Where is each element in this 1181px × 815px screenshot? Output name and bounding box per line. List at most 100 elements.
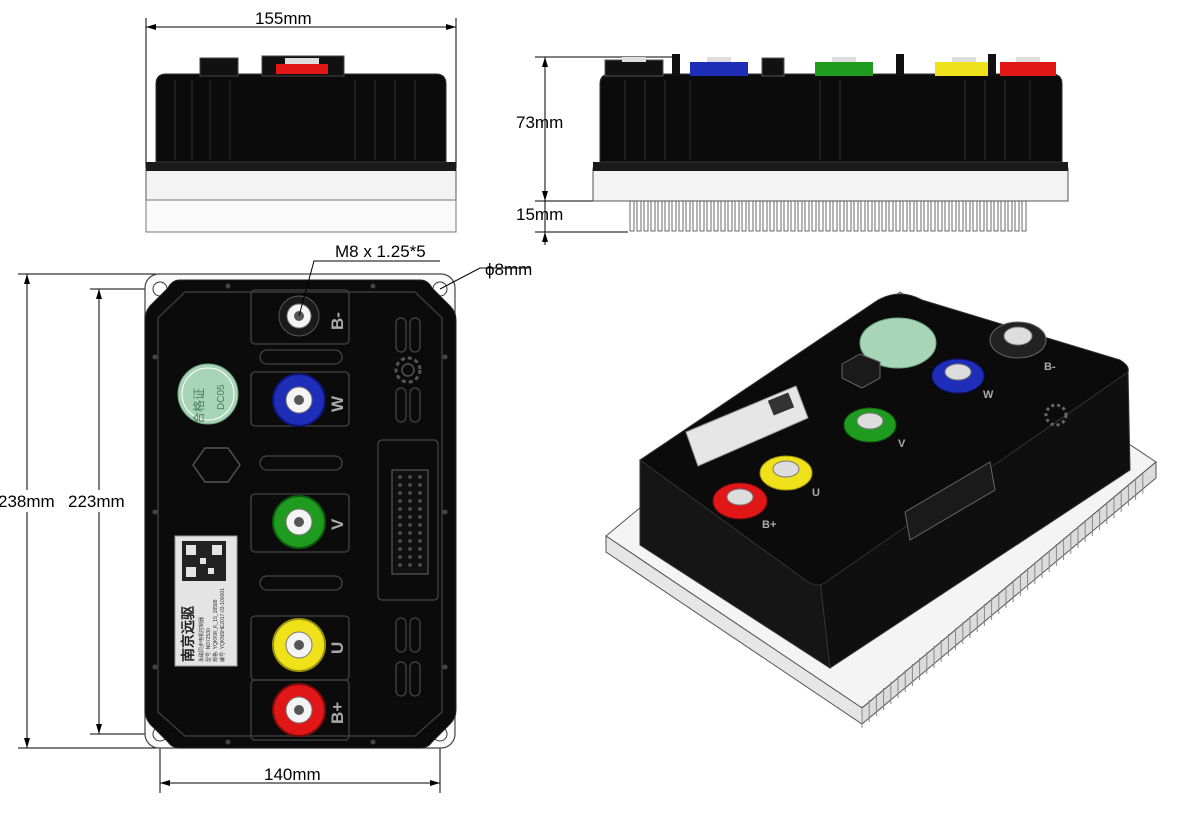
terminal-u: U — [272, 618, 347, 672]
side-terminal-v — [815, 62, 873, 76]
seal-code: DC05 — [216, 384, 227, 410]
connector-pin — [398, 547, 402, 551]
connector-pin — [398, 515, 402, 519]
terminal-v: V — [272, 495, 347, 549]
terminal-nut — [1016, 57, 1040, 62]
iso-hex-nut-icon — [841, 353, 881, 389]
connector-pin — [408, 483, 412, 487]
side-terminal-w — [690, 62, 748, 76]
heatsink-fin — [867, 200, 873, 232]
terminal-label-bplus: B+ — [328, 702, 347, 724]
heatsink-fin — [860, 200, 866, 232]
terminal-bolt — [294, 517, 304, 527]
heatsink-fin — [916, 200, 922, 232]
side-flange — [593, 162, 1068, 171]
thread-label: M8 x 1.25*5 — [335, 242, 426, 261]
top-view: 238mm 223mm 140mm — [0, 242, 532, 793]
seal-text: 合格证 — [191, 388, 206, 424]
terminal-nut — [952, 57, 976, 62]
terminal-bolt — [294, 640, 304, 650]
connector-pin — [398, 507, 402, 511]
front-red-terminal — [276, 64, 328, 74]
side-terminal-u — [935, 62, 993, 76]
terminal-nut — [832, 57, 856, 62]
leader-thread — [298, 260, 440, 317]
cert-seal: 合格证 DC05 — [177, 363, 239, 425]
heatsink-fin — [755, 200, 761, 232]
heatsink-fin — [818, 200, 824, 232]
iso-signal-connector — [904, 461, 996, 541]
connector-pin — [398, 539, 402, 543]
side-heatsink-fins — [629, 200, 1027, 232]
heatsink-fin — [671, 200, 677, 232]
heatsink-fin — [790, 200, 796, 232]
top-body-rim — [157, 291, 443, 737]
front-baseplate — [145, 199, 457, 233]
hex-nut-icon — [192, 447, 241, 483]
heatsink-fin — [930, 200, 936, 232]
heatsink-fin — [734, 200, 740, 232]
connector-pin — [398, 499, 402, 503]
connector-pin — [398, 523, 402, 527]
connector-pin — [418, 523, 422, 527]
connector-pin — [398, 531, 402, 535]
arrow-down-icon — [96, 724, 102, 734]
heatsink-fin — [986, 200, 992, 232]
front-flange — [146, 162, 456, 171]
iso-label-u: U — [812, 487, 820, 499]
label-bg — [68, 490, 134, 512]
heatsink-fin — [636, 200, 642, 232]
connector-pin — [408, 555, 412, 559]
seal-ring — [181, 367, 235, 421]
connector-pin — [408, 531, 412, 535]
heatsink-fin — [664, 200, 670, 232]
connector-pin — [418, 555, 422, 559]
heatsink-fin — [958, 200, 964, 232]
connector-pin — [418, 515, 422, 519]
arrow-up-icon — [24, 274, 30, 284]
connector-pin — [408, 491, 412, 495]
heatsink-fin — [713, 200, 719, 232]
heatsink-fin — [776, 200, 782, 232]
heatsink-fin — [902, 200, 908, 232]
iso-terminal-bminus — [989, 321, 1047, 359]
seal-disc — [177, 363, 239, 425]
terminal-pockets — [250, 289, 350, 741]
post — [988, 54, 996, 76]
terminal-label-u: U — [328, 642, 347, 654]
iso-terminal-u — [759, 455, 813, 491]
heatsink-fin — [706, 200, 712, 232]
connector-pin — [398, 563, 402, 567]
connector-pin — [398, 555, 402, 559]
terminal-bolt — [294, 395, 304, 405]
heatsink-fin — [685, 200, 691, 232]
heatsink-fin — [629, 200, 635, 232]
heatsink-fin — [965, 200, 971, 232]
connector-pin — [408, 515, 412, 519]
side-body — [599, 73, 1063, 163]
connector-pin — [408, 539, 412, 543]
front-view: 155mm — [145, 9, 457, 233]
terminal-label-bminus: B- — [328, 312, 347, 330]
connector-pin — [418, 539, 422, 543]
iso-qr-icon — [767, 392, 795, 416]
heatsink-fin — [951, 200, 957, 232]
iso-terminal-bplus — [712, 482, 768, 520]
heatsink-fin — [783, 200, 789, 232]
connector-pin — [418, 563, 422, 567]
heatsink-fin — [825, 200, 831, 232]
heatsink-fin — [881, 200, 887, 232]
arrow-down-icon — [24, 738, 30, 748]
connector-pins — [398, 475, 422, 567]
heatsink-fin — [727, 200, 733, 232]
arrow-up-icon — [96, 289, 102, 299]
heatsink-fin — [853, 200, 859, 232]
heatsink-fin — [1000, 200, 1006, 232]
connector-pin — [418, 491, 422, 495]
heatsink-fin — [720, 200, 726, 232]
connector-pin — [418, 547, 422, 551]
terminal-b-plus: B+ — [272, 683, 347, 737]
connector-pin — [408, 507, 412, 511]
heatsink-fin — [769, 200, 775, 232]
iso-label-v: V — [898, 438, 906, 450]
